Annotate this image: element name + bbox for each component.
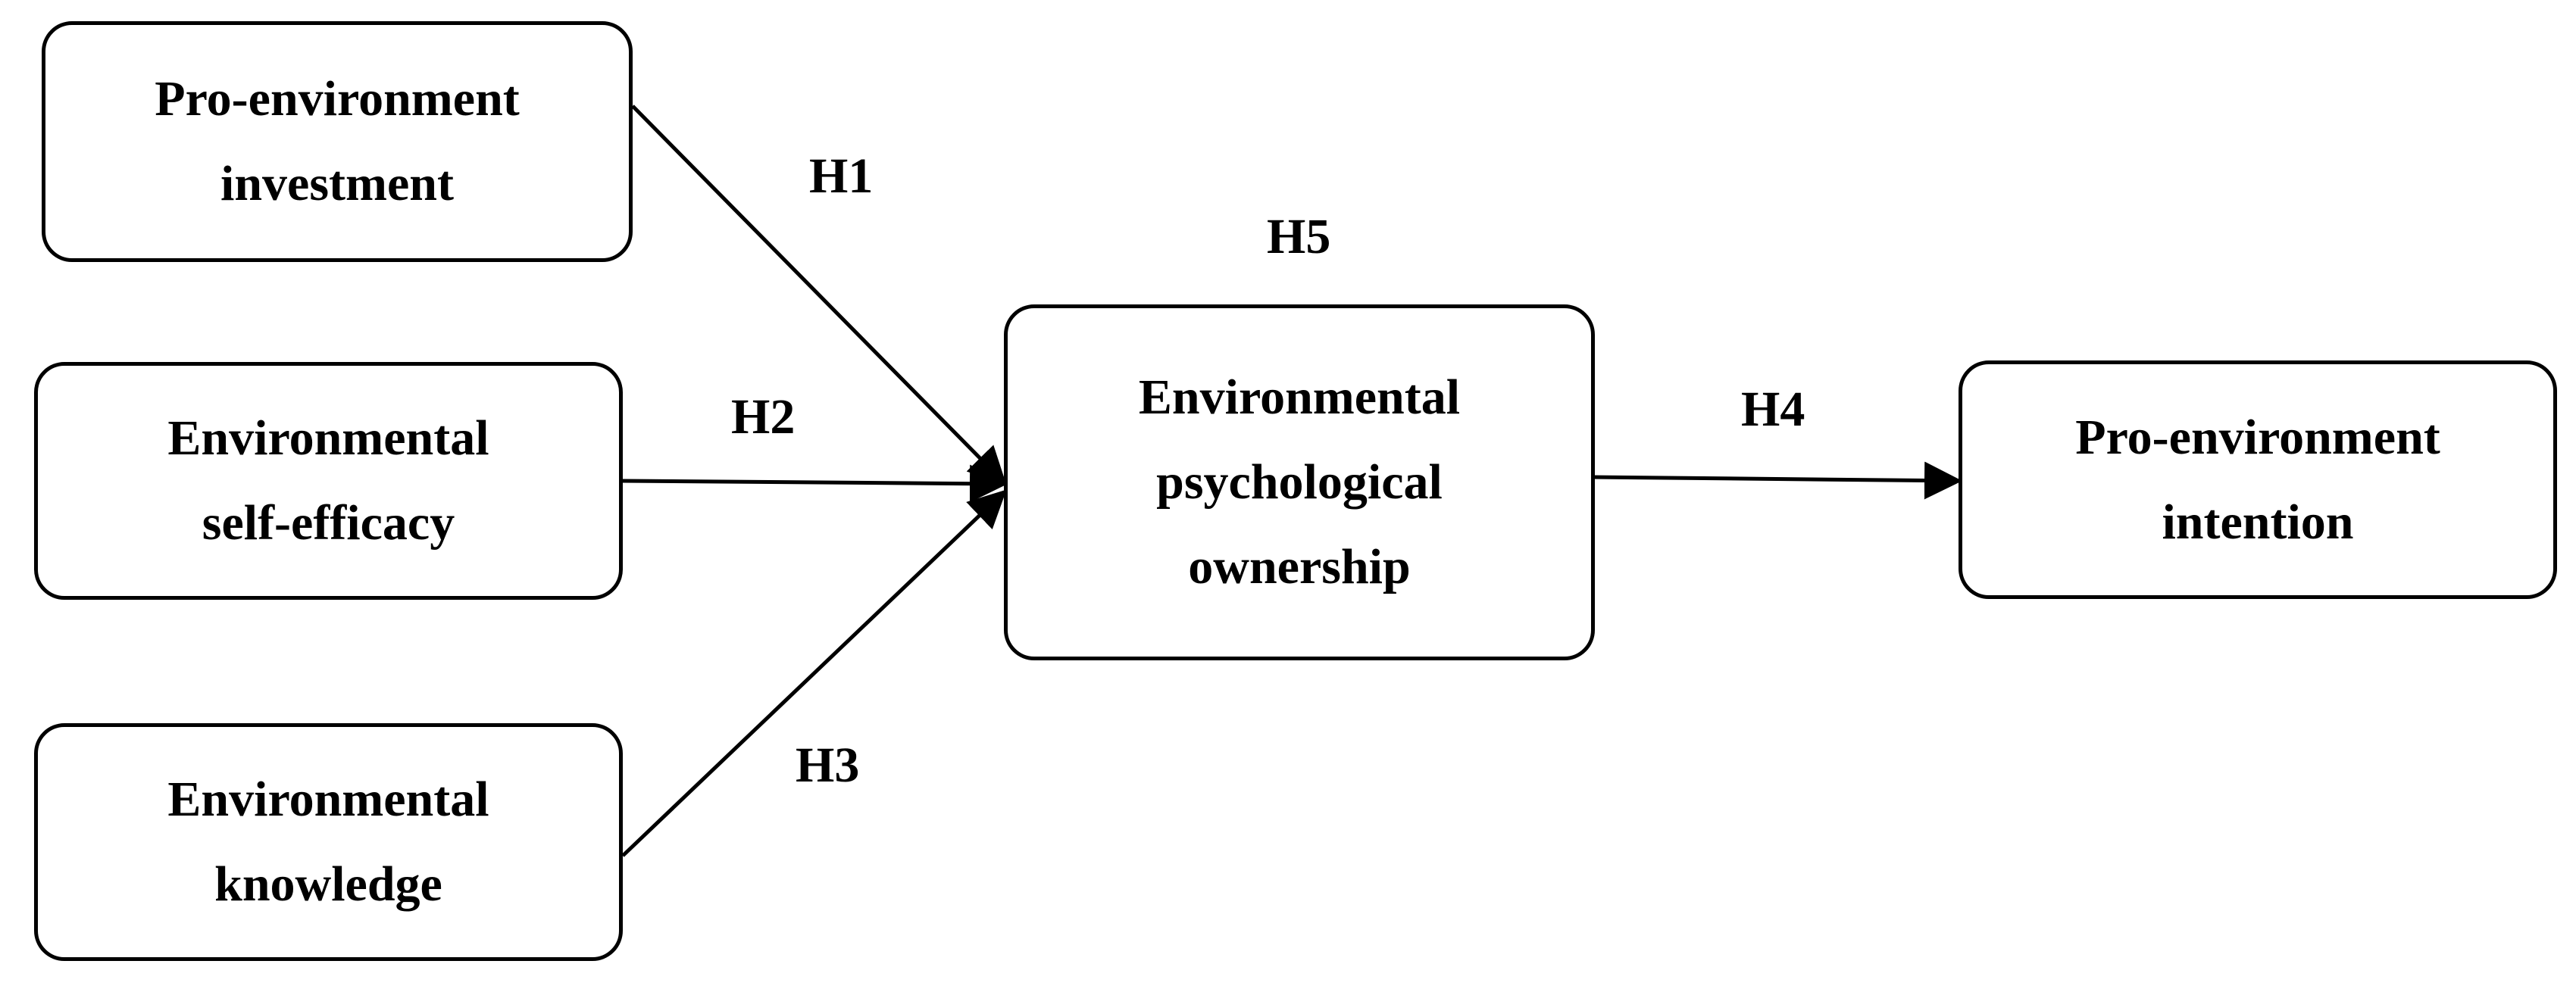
node-label-line: ownership bbox=[1188, 539, 1411, 594]
node-label-line: Environmental bbox=[167, 772, 489, 827]
arrow-h1 bbox=[631, 105, 1007, 485]
node-environmental-psychological-ownership: Environmental psychological ownership bbox=[1004, 304, 1595, 660]
arrow-h2 bbox=[622, 464, 1008, 503]
arrow-h4 bbox=[1590, 461, 1962, 500]
node-label-line: Environmental bbox=[1138, 370, 1461, 425]
node-environmental-self-efficacy: Environmental self-efficacy bbox=[34, 362, 623, 600]
node-pro-environment-intention: Pro-environment intention bbox=[1959, 360, 2557, 599]
node-label-line: Environmental bbox=[167, 410, 489, 466]
node-label-line: investment bbox=[220, 156, 454, 211]
hypothesis-label-h5: H5 bbox=[1267, 209, 1331, 264]
node-label-line: psychological bbox=[1156, 454, 1443, 510]
hypothesis-label-h1: H1 bbox=[809, 148, 874, 204]
node-label-line: intention bbox=[2162, 494, 2354, 550]
node-label-line: knowledge bbox=[214, 856, 442, 912]
arrow-h3 bbox=[621, 489, 1007, 857]
hypothesis-label-h4: H4 bbox=[1741, 382, 1805, 437]
node-label-line: self-efficacy bbox=[202, 495, 455, 551]
node-label-line: Pro-environment bbox=[2075, 409, 2440, 465]
node-pro-environment-investment: Pro-environment investment bbox=[42, 21, 633, 262]
node-label-line: Pro-environment bbox=[155, 71, 520, 126]
hypothesis-label-h3: H3 bbox=[796, 738, 860, 793]
node-environmental-knowledge: Environmental knowledge bbox=[34, 723, 623, 961]
hypothesis-label-h2: H2 bbox=[731, 389, 796, 445]
